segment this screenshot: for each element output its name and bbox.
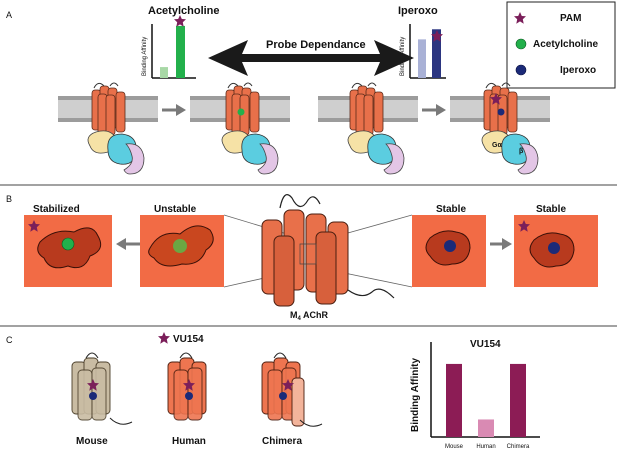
m4-achr-label: M4 AChR (290, 310, 329, 322)
acetylcholine-bar-without-pam (160, 67, 168, 78)
acetylcholine-chart-title: Acetylcholine (148, 5, 220, 17)
panel-label-a: A (6, 10, 12, 20)
legend-acetylcholine-label: Acetylcholine (533, 39, 598, 50)
m4-achr-receptor: M4 AChR (223, 194, 413, 322)
transition-arrow-right (422, 104, 446, 116)
iperoxo-ligand-icon (497, 108, 505, 116)
unstable-pocket-box (140, 215, 224, 287)
g-protein-4 (481, 130, 539, 175)
human-receptor (167, 352, 207, 421)
stable-label-2: Stable (536, 204, 566, 215)
bar-mouse (446, 363, 462, 437)
mouse-iperoxo-icon (89, 392, 97, 400)
panel-label-b: B (6, 194, 12, 204)
unstable-acetylcholine-icon (173, 239, 187, 253)
receptor-ipx-inactive (350, 83, 383, 135)
legend-iperoxo-label: Iperoxo (560, 65, 596, 76)
g-protein-1 (87, 130, 145, 175)
tick-label-human: Human (476, 444, 495, 450)
acetylcholine-mini-chart: Binding Affinity (142, 15, 196, 79)
iperoxo-chart-title: Iperoxo (398, 5, 438, 17)
species-label-human: Human (172, 436, 206, 447)
species-label-chimera: Chimera (262, 436, 302, 447)
iperoxo-bar-with-pam (432, 29, 441, 79)
g-alpha-label: Gα (492, 142, 502, 149)
stable-pocket-box-2 (514, 215, 598, 287)
acetylcholine-ligand-icon (237, 108, 245, 116)
transition-arrow-left (162, 104, 186, 116)
acetylcholine-legend-icon (515, 38, 527, 50)
unstable-label: Unstable (154, 204, 197, 215)
chart-title: VU154 (470, 339, 501, 350)
arrow-to-stable-2 (490, 238, 512, 250)
panel-label-c: C (6, 335, 13, 345)
stabilized-label: Stabilized (33, 204, 80, 215)
probe-dependance-arrow: Probe Dependance (208, 39, 414, 76)
receptor-ach-inactive (92, 83, 125, 135)
tick-label-chimera: Chimera (507, 444, 530, 450)
iperoxo-mini-chart: Binding Affinity (400, 24, 446, 79)
chimera-receptor (261, 352, 323, 427)
stabilized-acetylcholine-icon (61, 237, 75, 251)
iperoxo-bar-without-pam (418, 39, 426, 78)
stable-label-1: Stable (436, 204, 466, 215)
g-beta-label: β (519, 148, 524, 155)
tick-label-mouse: Mouse (445, 444, 464, 450)
arrow-to-stabilized (116, 238, 140, 250)
human-iperoxo-icon (185, 392, 193, 400)
stable-pocket-box-1 (412, 215, 486, 287)
vu154-bar-chart: VU154 Binding Affinity Mouse Human Chime… (410, 339, 540, 450)
acetylcholine-bar-with-pam (176, 25, 185, 79)
g-protein-2 (221, 130, 279, 175)
legend: PAM Acetylcholine Iperoxo (506, 1, 616, 89)
legend-pam-label: PAM (560, 13, 581, 24)
vu154-label: VU154 (173, 334, 204, 345)
acetylcholine-axis-label: Binding Affinity (142, 37, 148, 76)
stable-iperoxo-icon-1 (444, 240, 456, 252)
bar-chimera (510, 363, 526, 437)
mouse-receptor (71, 352, 133, 425)
bar-human (478, 419, 494, 437)
g-protein-3 (347, 130, 405, 175)
chimera-iperoxo-icon (279, 392, 287, 400)
vu154-star-icon (158, 332, 170, 344)
chart-ylabel: Binding Affinity (410, 358, 421, 432)
species-label-mouse: Mouse (76, 436, 108, 447)
iperoxo-legend-icon (515, 64, 527, 76)
stabilized-pocket-box (24, 215, 112, 287)
probe-dependance-label: Probe Dependance (266, 39, 366, 51)
stable-iperoxo-icon-2 (548, 242, 560, 254)
